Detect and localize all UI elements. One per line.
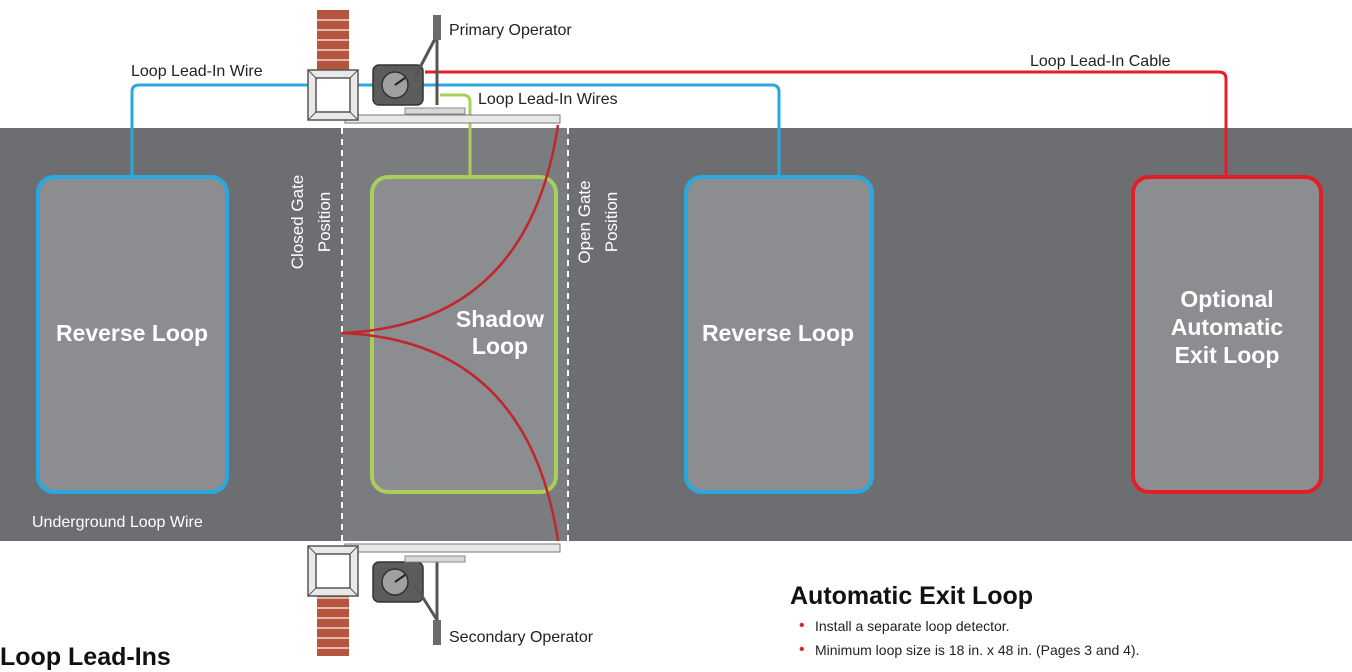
brick-pillar-top [317, 10, 349, 70]
loop-lead-ins-heading: Loop Lead-Ins [0, 643, 171, 671]
exit-loop-lead-in-cable [425, 70, 1228, 175]
exit-loop-label-line1: Optional [1180, 286, 1273, 312]
bullet-item: Minimum loop size is 18 in. x 48 in. (Pa… [799, 641, 1139, 659]
top-gate-post [307, 69, 359, 121]
loop-lead-in-wires-label: Loop Lead-In Wires [478, 91, 618, 108]
bottom-gate-leaf [344, 543, 561, 553]
reverse-loop-left-label: Reverse Loop [56, 320, 208, 346]
reverse-loop-left [36, 175, 229, 494]
loop-lead-in-wire-label: Loop Lead-In Wire [131, 63, 263, 80]
open-gate-position-label-line1: Open Gate [575, 180, 594, 263]
top-gate-leaf [344, 114, 561, 124]
closed-gate-position-label-line2: Position [315, 192, 334, 252]
reverse-loop-right [684, 175, 874, 494]
top-gate-swing-arc [341, 124, 560, 335]
automatic-exit-loop-heading: Automatic Exit Loop [790, 582, 1034, 610]
closed-gate-position-label-line1: Closed Gate [288, 175, 307, 270]
gate-loop-diagram: Primary Operator Loop Lead-In Wire Loop … [0, 10, 1352, 656]
brick-pillar-bottom [317, 588, 349, 656]
exit-loop-label-line3: Exit Loop [1175, 342, 1280, 368]
shadow-loop-lead-in-wire [440, 93, 472, 175]
exit-loop [1131, 175, 1323, 494]
secondary-operator [372, 555, 466, 645]
bottom-gate-swing-arc [341, 331, 560, 542]
bottom-gate-post [307, 545, 359, 597]
shadow-loop-label-line2: Loop [472, 333, 528, 359]
primary-operator-label: Primary Operator [449, 22, 572, 39]
secondary-operator-label: Secondary Operator [449, 629, 594, 646]
primary-operator [372, 15, 466, 115]
automatic-exit-loop-bullets: Install a separate loop detector. Minimu… [799, 617, 1140, 666]
open-gate-position-label-line2: Position [602, 192, 621, 252]
loop-lead-in-cable-label: Loop Lead-In Cable [1030, 53, 1171, 70]
exit-loop-label-line2: Automatic [1171, 314, 1284, 340]
reverse-loop-lead-in-wire [130, 83, 781, 175]
underground-loop-wire-label: Underground Loop Wire [32, 514, 203, 531]
bullet-item: Install a separate loop detector. [799, 617, 1140, 635]
reverse-loop-right-label: Reverse Loop [702, 320, 854, 346]
shadow-loop-label-line1: Shadow [456, 306, 544, 332]
